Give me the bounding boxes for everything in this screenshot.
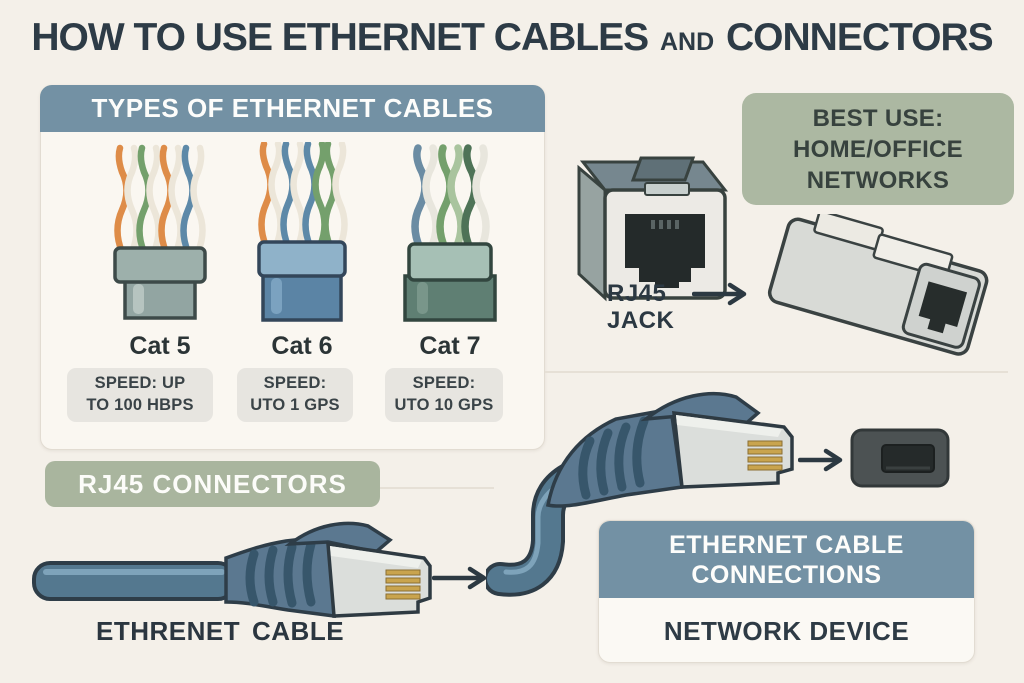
best-use-line3: NETWORKS bbox=[806, 166, 950, 194]
cat6-cable-illustration bbox=[257, 142, 348, 322]
title-part-2: CONNECTORS bbox=[726, 16, 994, 59]
cat5-speed-line1: SPEED: UP bbox=[94, 374, 186, 393]
cat7-speed-line2: UTO 10 GPS bbox=[394, 396, 494, 414]
cat6-speed-line1: SPEED: bbox=[263, 374, 327, 393]
cat6-speed-line2: UTO 1 GPS bbox=[250, 396, 340, 414]
cat5-speed-line2: TO 100 HBPS bbox=[86, 396, 194, 414]
cable-word-label: CABLE bbox=[252, 616, 345, 646]
rj45-jack-label-line1: RJ45 bbox=[607, 280, 667, 307]
best-use-box: BEST USE: HOME/OFFICE NETWORKS bbox=[742, 93, 1014, 205]
divider-line-top bbox=[545, 371, 1008, 373]
network-device-label: NETWORK DEVICE bbox=[663, 615, 910, 646]
connections-header-line1: ETHERNET CABLE bbox=[669, 531, 904, 559]
title-and-word: AND bbox=[660, 28, 715, 56]
cat5-cable-illustration bbox=[113, 144, 207, 320]
title-part-1: HOW TO USE ETHERNET CABLES bbox=[31, 16, 649, 59]
cat5-speed-box: SPEED: UP TO 100 HBPS bbox=[67, 368, 213, 422]
rj45-jack-label: RJ45 JACK bbox=[607, 280, 674, 334]
ethernet-word-label: ETHRENET bbox=[96, 616, 241, 646]
best-use-line2: HOME/OFFICE bbox=[793, 135, 963, 163]
cat7-speed-box: SPEED: UTO 10 GPS bbox=[385, 368, 503, 422]
connections-card-body: NETWORK DEVICE bbox=[599, 598, 974, 662]
arrow-right-icon bbox=[432, 566, 487, 590]
page-title: HOW TO USE ETHERNET CABLES AND CONNECTOR… bbox=[0, 16, 1024, 60]
divider-line-mid bbox=[380, 487, 494, 489]
arrow-right-icon bbox=[692, 282, 747, 306]
cat6-label: Cat 6 bbox=[271, 332, 333, 360]
connections-header-line2: CONNECTIONS bbox=[691, 561, 882, 589]
arrow-right-icon bbox=[798, 448, 843, 472]
connections-card: ETHERNET CABLE CONNECTIONS NETWORK DEVIC… bbox=[598, 520, 975, 663]
connections-card-header: ETHERNET CABLE CONNECTIONS bbox=[599, 521, 974, 598]
cat7-label: Cat 7 bbox=[419, 332, 481, 360]
cat5-label: Cat 5 bbox=[129, 332, 191, 360]
rj45-jack-illustration bbox=[577, 156, 729, 302]
cat7-speed-line1: SPEED: bbox=[412, 374, 476, 393]
curved-cable-plug-illustration bbox=[486, 391, 794, 597]
cat6-speed-box: SPEED: UTO 1 GPS bbox=[237, 368, 353, 422]
rj45-coupler-illustration bbox=[767, 214, 989, 356]
cat7-cable-illustration bbox=[403, 144, 497, 322]
network-port-illustration bbox=[850, 428, 950, 488]
ethernet-cable-plug-illustration bbox=[32, 521, 432, 619]
best-use-line1: BEST USE: bbox=[812, 104, 944, 132]
rj45-connectors-bar: RJ45 CONNECTORS bbox=[45, 461, 380, 507]
cable-types-panel-header: TYPES OF ETHERNET CABLES bbox=[40, 85, 545, 132]
rj45-jack-label-line2: JACK bbox=[607, 307, 675, 334]
